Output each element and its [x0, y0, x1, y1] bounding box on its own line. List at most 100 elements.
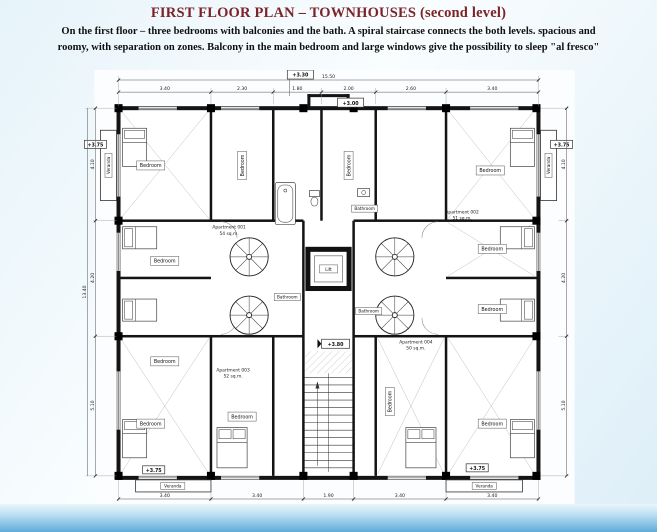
bed-symbol [509, 127, 535, 167]
bed-symbol [122, 298, 158, 322]
svg-text:5.10: 5.10 [90, 400, 96, 410]
svg-text:4.20: 4.20 [90, 273, 96, 283]
svg-text:2.60: 2.60 [406, 86, 416, 92]
svg-text:Bedroom: Bedroom [481, 247, 503, 253]
svg-text:Apartment 003: Apartment 003 [216, 367, 250, 373]
svg-text:Bedroom: Bedroom [346, 154, 352, 176]
svg-text:3.40: 3.40 [252, 493, 262, 499]
elevation-marker: +3.80 [317, 338, 350, 349]
svg-text:+3.30: +3.30 [292, 73, 309, 79]
veranda-label: Veranda [476, 484, 494, 489]
structural-columns [114, 104, 541, 480]
dimension-lines-top: 15.50 3.40 2.30 1.80 2.00 2.60 3.40 [116, 74, 541, 107]
svg-text:Bedroom: Bedroom [479, 168, 501, 174]
svg-text:Bathroom: Bathroom [354, 206, 375, 211]
svg-text:Bedroom: Bedroom [154, 359, 176, 365]
svg-text:3.40: 3.40 [160, 493, 170, 499]
svg-text:54 sq.m.: 54 sq.m. [219, 231, 238, 237]
room-label-bedroom: Bedroom [136, 418, 165, 429]
toilet-symbol [309, 190, 320, 207]
room-label-bathroom: Bathroom [274, 293, 301, 301]
lift-label: Lift [325, 267, 332, 272]
room-label-bedroom: Bedroom [385, 387, 395, 416]
bed-symbol [122, 226, 158, 250]
spiral-staircase [375, 237, 415, 277]
bathtub-symbol [274, 182, 296, 226]
veranda-balcony: Veranda [445, 479, 523, 493]
dimension-lines-right: 4.10 4.20 5.10 [540, 106, 569, 478]
svg-text:50 sq.m.: 50 sq.m. [406, 345, 425, 351]
room-label-bedroom: Bedroom [150, 256, 180, 266]
svg-text:51 sq.m.: 51 sq.m. [453, 216, 472, 222]
veranda-balcony: Veranda [135, 479, 212, 493]
svg-text:52 sq.m.: 52 sq.m. [223, 373, 242, 379]
svg-text:Bedroom: Bedroom [240, 154, 246, 176]
floor-plan: Lift Veranda Veranda Veranda [80, 70, 577, 506]
page-title: FIRST FLOOR PLAN – TOWNHOUSES (second le… [150, 5, 507, 21]
svg-text:Apartment 001: Apartment 001 [212, 225, 246, 231]
room-label-bathroom: Bathroom [355, 307, 382, 315]
spiral-staircase [229, 295, 269, 335]
svg-text:4.10: 4.10 [561, 159, 567, 169]
veranda-label: Veranda [546, 156, 551, 174]
svg-text:Apartment 004: Apartment 004 [399, 339, 433, 345]
elevation-marker: +3.75 [465, 463, 489, 473]
svg-text:Apartment 002: Apartment 002 [445, 210, 479, 216]
svg-text:Bedroom: Bedroom [140, 421, 162, 427]
svg-text:4.10: 4.10 [90, 159, 96, 169]
dimension-lines-bottom: 3.40 3.40 1.90 3.40 3.40 [116, 479, 541, 501]
bed-symbol [509, 419, 535, 459]
svg-text:Bedroom: Bedroom [387, 390, 393, 412]
svg-text:2.30: 2.30 [237, 86, 247, 92]
svg-text:3.40: 3.40 [487, 86, 497, 92]
svg-text:1.80: 1.80 [292, 86, 302, 92]
bottom-gradient-band [0, 504, 657, 532]
floor-plan-drawing: Lift Veranda Veranda Veranda [82, 70, 575, 506]
svg-text:Bedroom: Bedroom [231, 414, 253, 420]
room-label-bedroom: Bedroom [477, 244, 507, 254]
dimension-lines-left: 13.40 4.10 4.20 5.10 [82, 106, 117, 478]
room-label-bedroom: Bedroom [343, 151, 354, 180]
elevation-marker: +3.75 [550, 139, 573, 149]
svg-text:+3.75: +3.75 [146, 468, 163, 474]
room-label-bedroom: Bedroom [475, 165, 505, 176]
building-walls [116, 94, 541, 480]
svg-text:5.10: 5.10 [561, 400, 567, 410]
windows [116, 106, 541, 480]
bed-symbol [122, 127, 148, 167]
bed-symbol [216, 427, 248, 469]
room-label-bedroom: Bedroom [227, 411, 257, 422]
svg-text:+3.00: +3.00 [343, 101, 360, 107]
room-label-bedroom: Bedroom [150, 356, 180, 367]
svg-text:Bedroom: Bedroom [154, 259, 176, 265]
svg-text:3.40: 3.40 [160, 86, 170, 92]
elevation-marker: +3.30 [286, 70, 314, 97]
svg-text:1.90: 1.90 [323, 493, 333, 499]
slide-description: On the first floor – three bedrooms with… [6, 24, 651, 56]
svg-text:3.40: 3.40 [395, 493, 405, 499]
room-label-bedroom: Bedroom [477, 418, 507, 429]
description-line-2: roomy, with separation on zones. Balcony… [57, 41, 600, 53]
spiral-staircase [375, 295, 415, 335]
sink-symbol [357, 188, 371, 197]
svg-text:15.50: 15.50 [322, 74, 335, 80]
svg-text:2.00: 2.00 [343, 86, 353, 92]
description-line-1: On the first floor – three bedrooms with… [61, 26, 596, 37]
lift-shaft: Lift [305, 246, 352, 292]
svg-text:Bedroom: Bedroom [140, 163, 162, 169]
svg-text:Bathroom: Bathroom [358, 309, 379, 314]
room-labels: Bedroom Bedroom Bedroom Bedroom Bedroom … [136, 151, 507, 429]
svg-text:3.40: 3.40 [487, 493, 497, 499]
veranda-label: Veranda [164, 484, 182, 489]
svg-text:Bathroom: Bathroom [277, 295, 298, 300]
bed-symbols [122, 127, 535, 469]
svg-text:+3.80: +3.80 [328, 342, 345, 348]
spiral-staircase [229, 237, 269, 277]
elevation-marker: +3.75 [142, 465, 166, 475]
room-label-bedroom: Bedroom [477, 304, 507, 314]
svg-text:Bedroom: Bedroom [481, 421, 503, 427]
